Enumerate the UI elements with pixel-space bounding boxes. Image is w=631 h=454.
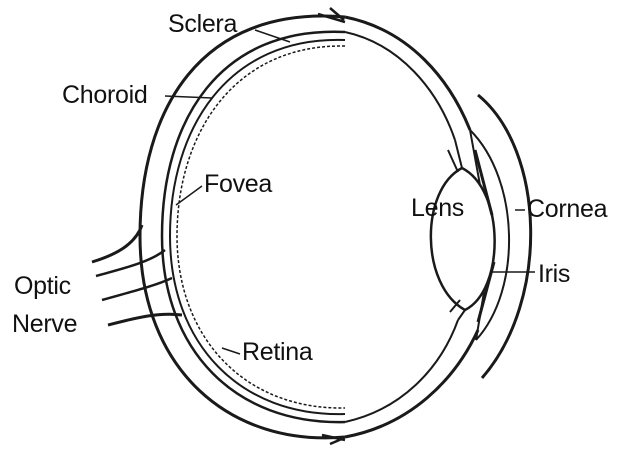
- retina-leader: [222, 348, 240, 354]
- label-optic: Optic: [14, 274, 71, 299]
- sclera-leader: [255, 30, 290, 42]
- optic-nerve-top-inner: [96, 250, 165, 276]
- label-choroid: Choroid: [62, 83, 147, 108]
- iris-bottom: [478, 262, 494, 322]
- sclera-right-inner-bottom: [345, 320, 458, 422]
- optic-nerve-top: [92, 225, 142, 262]
- sclera-right-outer: [345, 17, 470, 130]
- label-nerve: Nerve: [12, 312, 77, 337]
- cornea-outer: [478, 95, 531, 378]
- label-fovea: Fovea: [204, 172, 272, 197]
- sclera-right-outer-bottom: [345, 330, 478, 437]
- label-sclera: Sclera: [168, 12, 237, 37]
- label-iris: Iris: [538, 262, 570, 287]
- optic-nerve-bottom-outer: [108, 314, 182, 325]
- sclera-right-inner: [345, 32, 455, 140]
- label-lens: Lens: [411, 196, 464, 221]
- label-cornea: Cornea: [527, 197, 607, 222]
- label-retina: Retina: [242, 340, 312, 365]
- optic-nerve-bottom: [102, 278, 172, 300]
